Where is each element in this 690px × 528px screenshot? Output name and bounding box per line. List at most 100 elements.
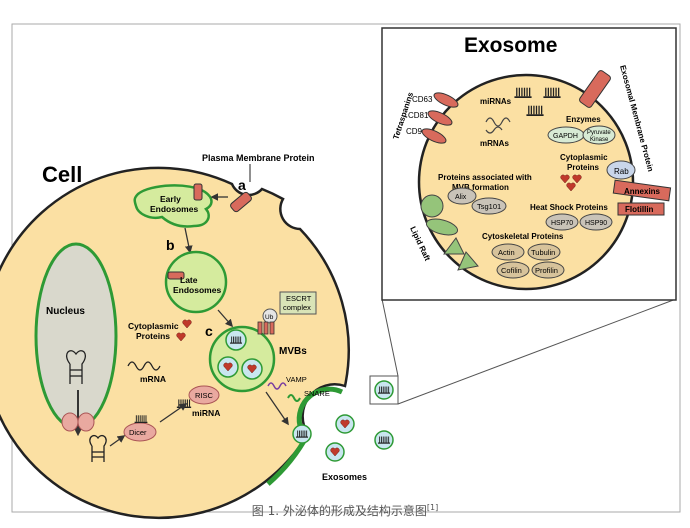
tsg101-label: Tsg101 <box>477 202 501 211</box>
pyruvate-kinase-badge <box>582 125 616 145</box>
vamp-label: VAMP <box>286 375 307 384</box>
heat-shock-label: Heat Shock Proteins <box>530 203 608 212</box>
mvbs-label: MVBs <box>279 346 307 357</box>
escrt-complex <box>279 291 317 315</box>
cd63-protein <box>433 92 459 108</box>
early-endosomes-label-1: Early <box>160 194 181 204</box>
vamp-icon <box>267 382 287 390</box>
cytoplasmic-label-1: Cytoplasmic <box>560 153 608 162</box>
cell-title: Cell <box>42 162 82 187</box>
tubulin-label: Tubulin <box>531 248 555 257</box>
early-endosomes-label-2: Endosomes <box>150 204 198 214</box>
zoom-line-bottom <box>397 298 677 405</box>
cytoplasmic-proteins-label-1: Cytoplasmic <box>128 321 179 331</box>
tubulin-badge <box>527 243 561 261</box>
nucleus-label: Nucleus <box>46 306 85 317</box>
snare-icon <box>287 394 301 402</box>
exosome <box>374 430 394 450</box>
arrow-to-membrane <box>265 391 289 426</box>
cd63-label: CD63 <box>412 95 433 104</box>
cd81-protein <box>427 110 453 126</box>
alix-label: Alix <box>455 194 467 201</box>
profilin-label: Profilin <box>535 266 558 275</box>
cytoskeletal-label: Cytoskeletal Proteins <box>482 232 564 241</box>
lipid-raft-oval <box>425 218 459 236</box>
nucleus-hairpin-rna <box>66 350 86 384</box>
lipid-raft-circle <box>420 194 444 218</box>
cytoplasmic-proteins-label-2: Proteins <box>136 331 170 341</box>
mvb-proteins-label-2: MVB formation <box>452 183 509 192</box>
mirnas-label: miRNAs <box>480 97 512 106</box>
cofilin-badge <box>496 261 530 279</box>
exosome <box>292 424 312 444</box>
gapdh-label: GAPDH <box>553 133 578 140</box>
pre-mirna-hairpin <box>89 434 107 462</box>
early-endosome-protein <box>193 183 203 201</box>
cd81-label: CD81 <box>408 111 429 120</box>
late-endosomes-label-2: Endosomes <box>173 285 221 295</box>
step-c-label: c <box>205 323 213 339</box>
risc-label: RISC <box>195 391 214 400</box>
profilin-badge <box>531 261 565 279</box>
lipid-raft-triangle <box>457 251 479 271</box>
cofilin-label: Cofilin <box>501 266 522 275</box>
cd9-label: CD9 <box>406 127 423 136</box>
dicer-label: Dicer <box>129 428 147 437</box>
enzymes-label: Enzymes <box>566 115 601 124</box>
late-endosome <box>164 250 228 314</box>
snare-label: SNARE <box>304 389 330 398</box>
plasma-membrane-protein-label: Plasma Membrane Protein <box>202 153 315 163</box>
mvb-vesicle <box>225 329 247 351</box>
figure-caption: 图 1. 外泌体的形成及结构示意图[1] <box>0 502 690 519</box>
actin-label: Actin <box>498 248 515 257</box>
pyruvate-label-1: Pyruvate <box>587 130 611 136</box>
risc-complex <box>188 385 220 405</box>
hsp70-badge <box>545 213 579 231</box>
escrt-stalks <box>257 321 275 335</box>
mrnas-label: mRNAs <box>480 139 509 148</box>
rab-label: Rab <box>614 167 629 176</box>
cytoplasmic-label-2: Proteins <box>567 163 600 172</box>
zoom-exosome <box>374 380 394 400</box>
exosome-title: Exosome <box>464 34 557 57</box>
mrna-label: mRNA <box>140 374 166 384</box>
mvb-proteins-label-1: Proteins associated with <box>438 173 532 182</box>
step-b-label: b <box>166 237 175 253</box>
rab-badge <box>606 160 636 180</box>
escrt-label-2: complex <box>283 303 311 312</box>
mirna-label: miRNA <box>192 408 220 418</box>
zoom-line-top <box>381 298 399 377</box>
caption-ref: [1] <box>426 503 439 512</box>
exosomal-membrane-protein <box>579 70 611 108</box>
dicer <box>123 422 157 442</box>
arrow-dicer-to-risc <box>159 403 188 423</box>
alix-badge <box>447 187 477 205</box>
tsg101-badge <box>471 197 507 215</box>
plasma-membrane-protein <box>230 191 252 213</box>
mrna-icon <box>485 126 503 134</box>
mrna-icon <box>485 117 511 127</box>
early-endosome <box>133 184 213 228</box>
hsp90-label: HSP90 <box>585 220 607 227</box>
arrow-to-dicer <box>109 435 126 447</box>
nuclear-pore <box>61 412 95 432</box>
late-endosome-protein <box>167 271 185 280</box>
escrt-label-1: ESCRT <box>286 294 312 303</box>
vesicle-fusion-arc <box>296 386 344 427</box>
annexins-badge <box>612 179 672 202</box>
caption-text: 图 1. 外泌体的形成及结构示意图 <box>251 504 427 518</box>
mrna-squiggle <box>127 361 161 371</box>
ub-label: Ub <box>265 314 274 321</box>
nucleus <box>34 242 118 430</box>
late-endosomes-label-1: Late <box>180 275 198 285</box>
released-exosomes <box>292 414 394 462</box>
flotillin-label: Flotillin <box>625 205 654 214</box>
step-a-label: a <box>238 177 246 193</box>
annexins-label: Annexins <box>624 187 661 196</box>
cd9-protein <box>421 128 447 144</box>
arrow-b <box>184 227 193 254</box>
pyruvate-label-2: Kinase <box>590 137 609 143</box>
exosomes-label: Exosomes <box>322 472 367 482</box>
hsp90-badge <box>579 213 613 231</box>
